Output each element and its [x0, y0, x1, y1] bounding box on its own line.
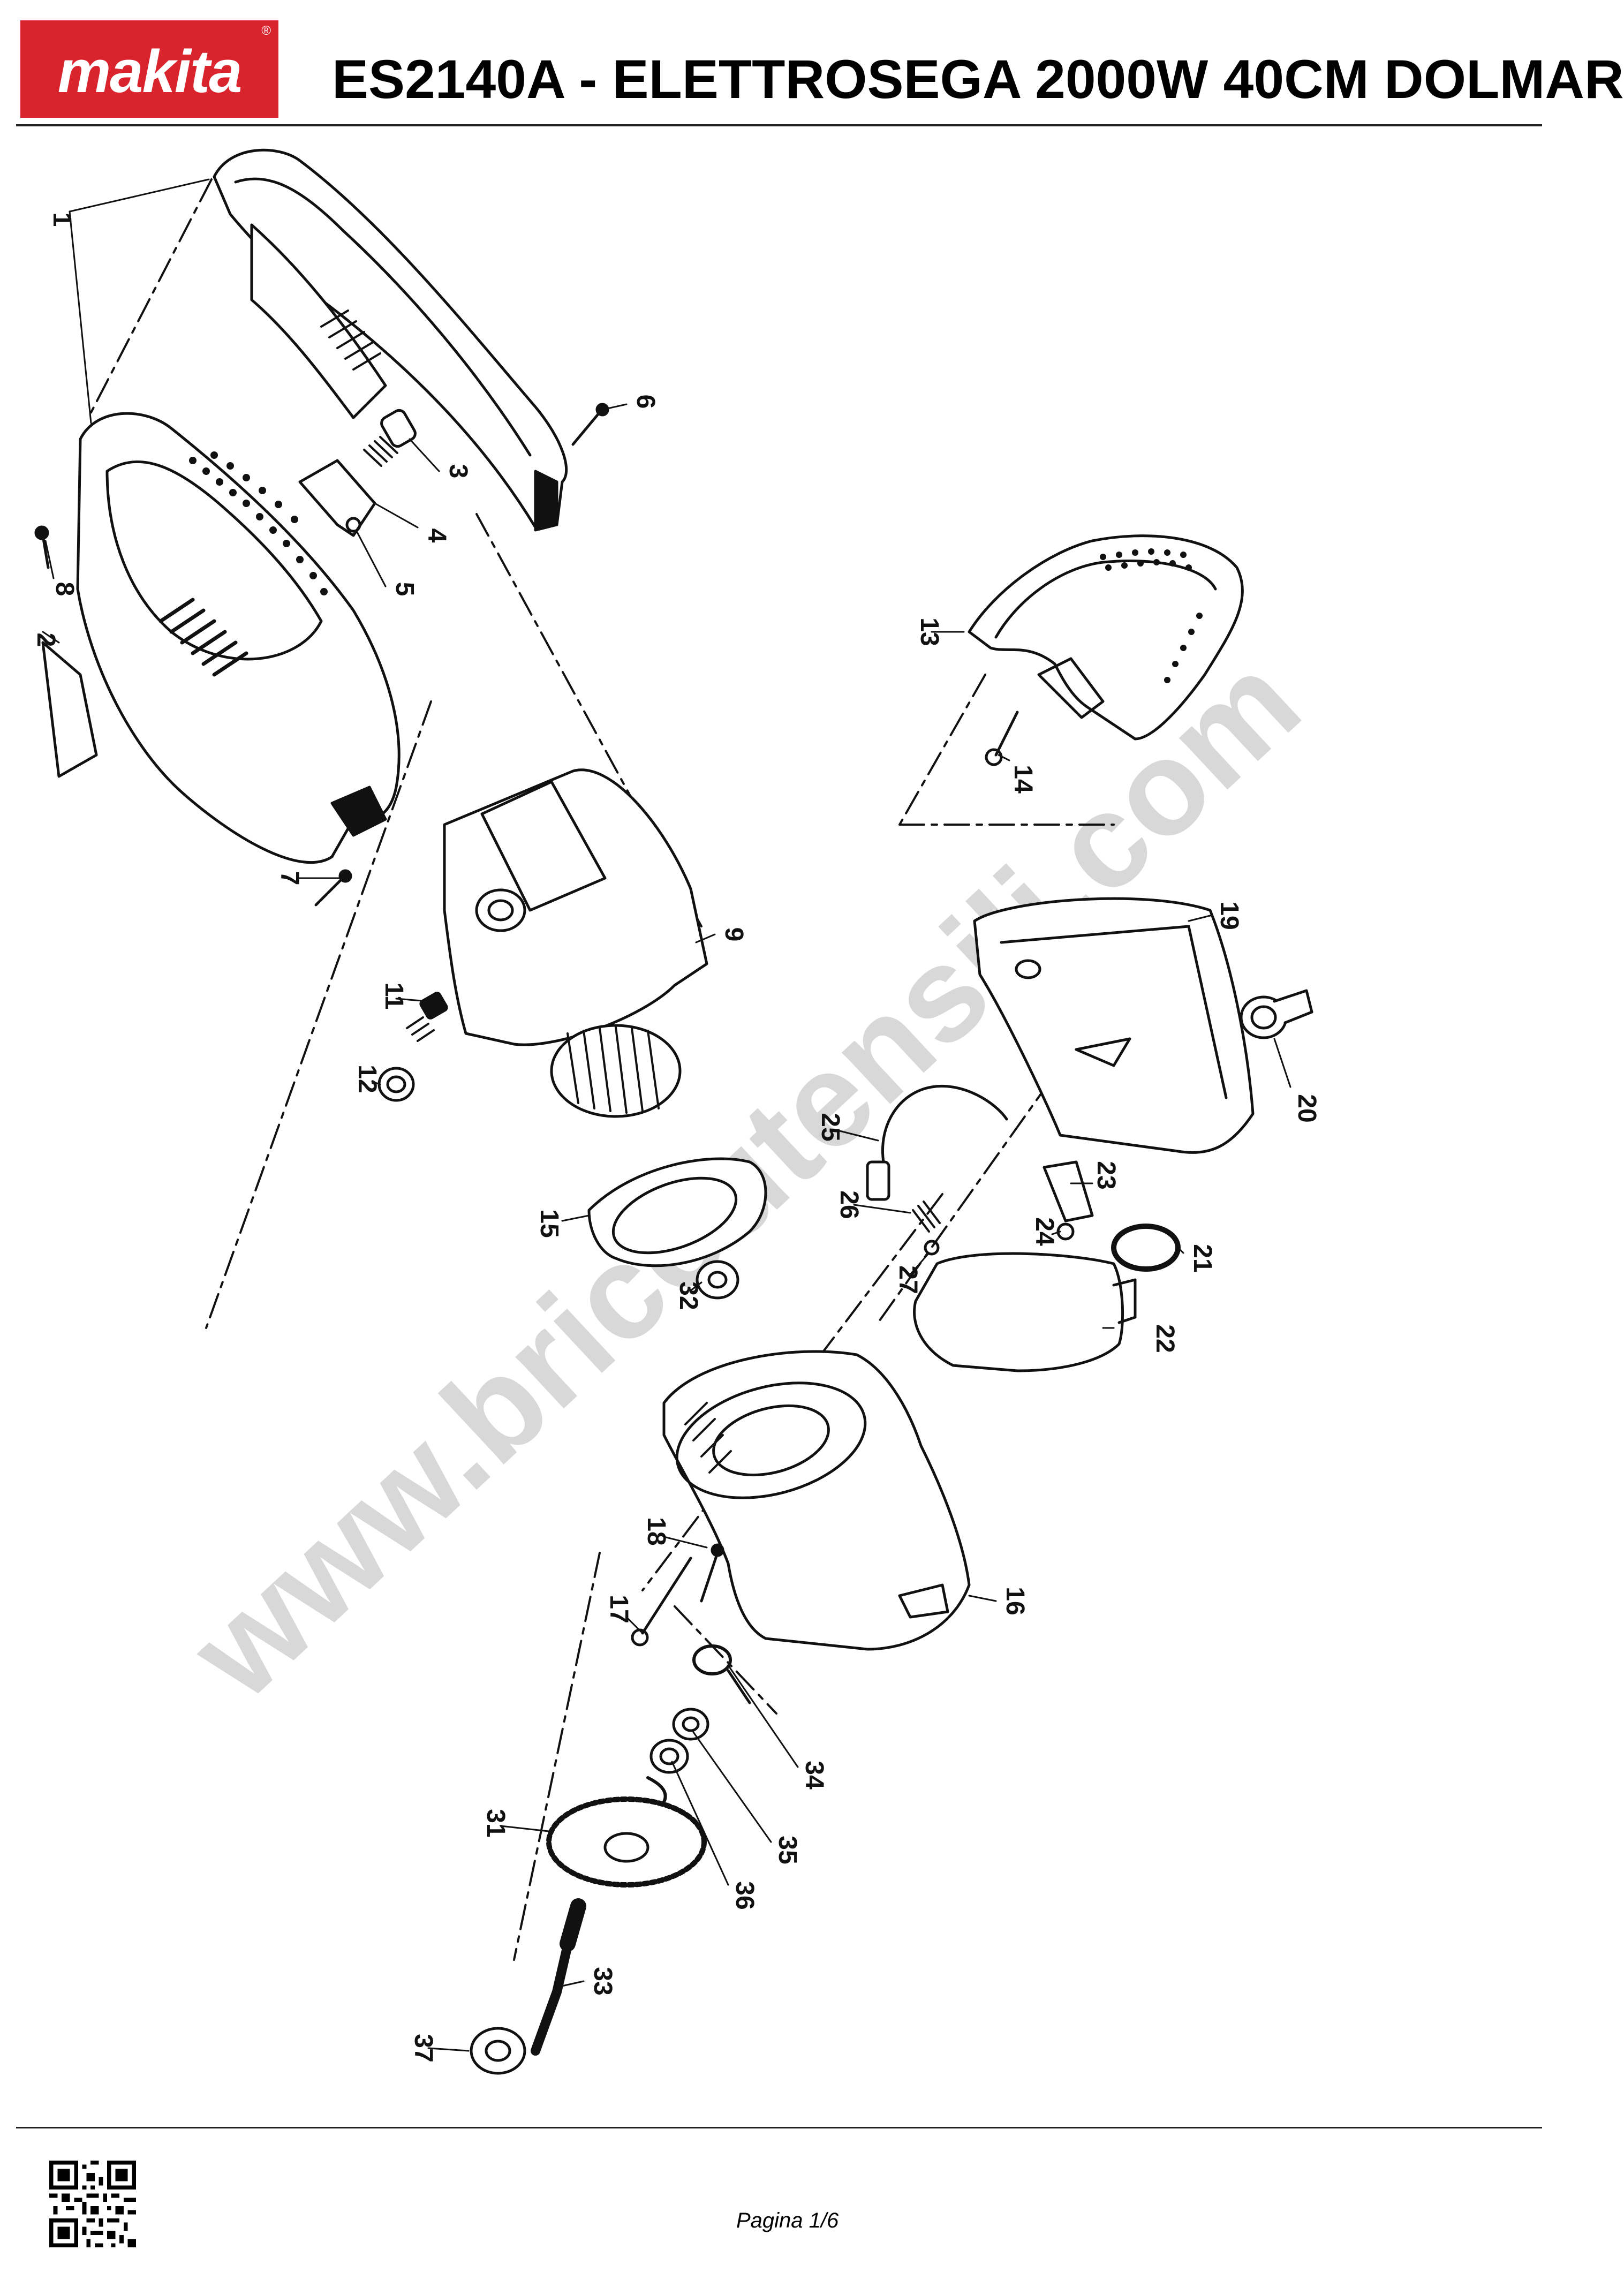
motor-housing-shell [41, 412, 401, 864]
gear-cover-housing [973, 897, 1255, 1154]
part-number-label: 20 [1293, 1094, 1321, 1122]
part-number-label: 36 [730, 1881, 759, 1909]
makita-logo: makita ® [20, 20, 278, 118]
top-handle-cover [213, 148, 568, 532]
motor [443, 768, 708, 1118]
leader-lines [42, 178, 1291, 2052]
pinion-gear [696, 1260, 739, 1300]
part-number-label: 32 [674, 1281, 703, 1310]
part-number-label: 16 [1001, 1587, 1029, 1615]
part-number-label: 3 [444, 464, 472, 479]
exploded-parts-diagram: www.bricoutensili.com [32, 148, 1327, 2075]
part-number-label: 8 [50, 582, 79, 597]
crankcase-screws [631, 1543, 724, 1647]
part-number-label: 14 [1009, 765, 1037, 794]
part-number-label: 35 [773, 1836, 802, 1864]
main-crankcase [662, 1350, 971, 1651]
part-number-label: 27 [894, 1265, 922, 1294]
part-number-label: 22 [1151, 1324, 1179, 1353]
part-number-label: 7 [275, 871, 304, 886]
part-number-label: 17 [605, 1595, 633, 1623]
part-number-label: 19 [1215, 901, 1243, 930]
part-number-label: 34 [800, 1761, 828, 1790]
part-number-label: 1 [48, 213, 76, 227]
part-number-label: 4 [422, 529, 451, 543]
part-number-label: 9 [720, 927, 748, 942]
part-number-label: 31 [481, 1809, 510, 1837]
bearings-and-rings [646, 1644, 751, 1803]
page-number: Pagina 1/6 [736, 2209, 839, 2232]
oil-hose [881, 1085, 1008, 1164]
part-number-label: 5 [390, 582, 419, 597]
part-number-label: 6 [631, 395, 660, 409]
registered-mark: ® [261, 24, 271, 38]
part-number-label: 37 [409, 2034, 437, 2062]
part-number-label: 12 [353, 1064, 381, 1093]
header-divider [16, 124, 1542, 126]
part-number-label: 33 [588, 1967, 617, 1995]
part-number-label: 13 [915, 617, 943, 646]
carbon-brush-and-cap [377, 992, 448, 1102]
footer-divider [16, 2127, 1542, 2128]
front-handle [968, 534, 1244, 741]
part-number-label: 23 [1092, 1161, 1120, 1189]
oil-tank-cap [1240, 989, 1313, 1039]
part-number-label: 24 [1030, 1217, 1059, 1246]
page-title: ES2140A - ELETTROSEGA 2000W 40CM DOLMAR [332, 49, 1624, 110]
trigger-assembly [298, 409, 417, 537]
part-number-label: 26 [835, 1190, 863, 1219]
flange-ring [587, 1157, 767, 1267]
part-number-label: 18 [642, 1517, 670, 1545]
o-ring [1111, 1224, 1181, 1272]
part-number-label: 11 [380, 983, 408, 1010]
oil-tank [913, 1252, 1137, 1372]
main-gear [546, 1796, 707, 1888]
output-bearing [470, 2027, 526, 2075]
part-number-label: 21 [1188, 1244, 1217, 1272]
brand-name: makita [57, 38, 243, 105]
part-number-label: 25 [816, 1113, 844, 1141]
qr-code [49, 2161, 136, 2247]
part-number-label: 2 [32, 633, 60, 647]
sprocket-shaft [531, 1898, 586, 2056]
part-number-label: 15 [535, 1209, 563, 1237]
check-valve-spring [866, 1160, 941, 1256]
